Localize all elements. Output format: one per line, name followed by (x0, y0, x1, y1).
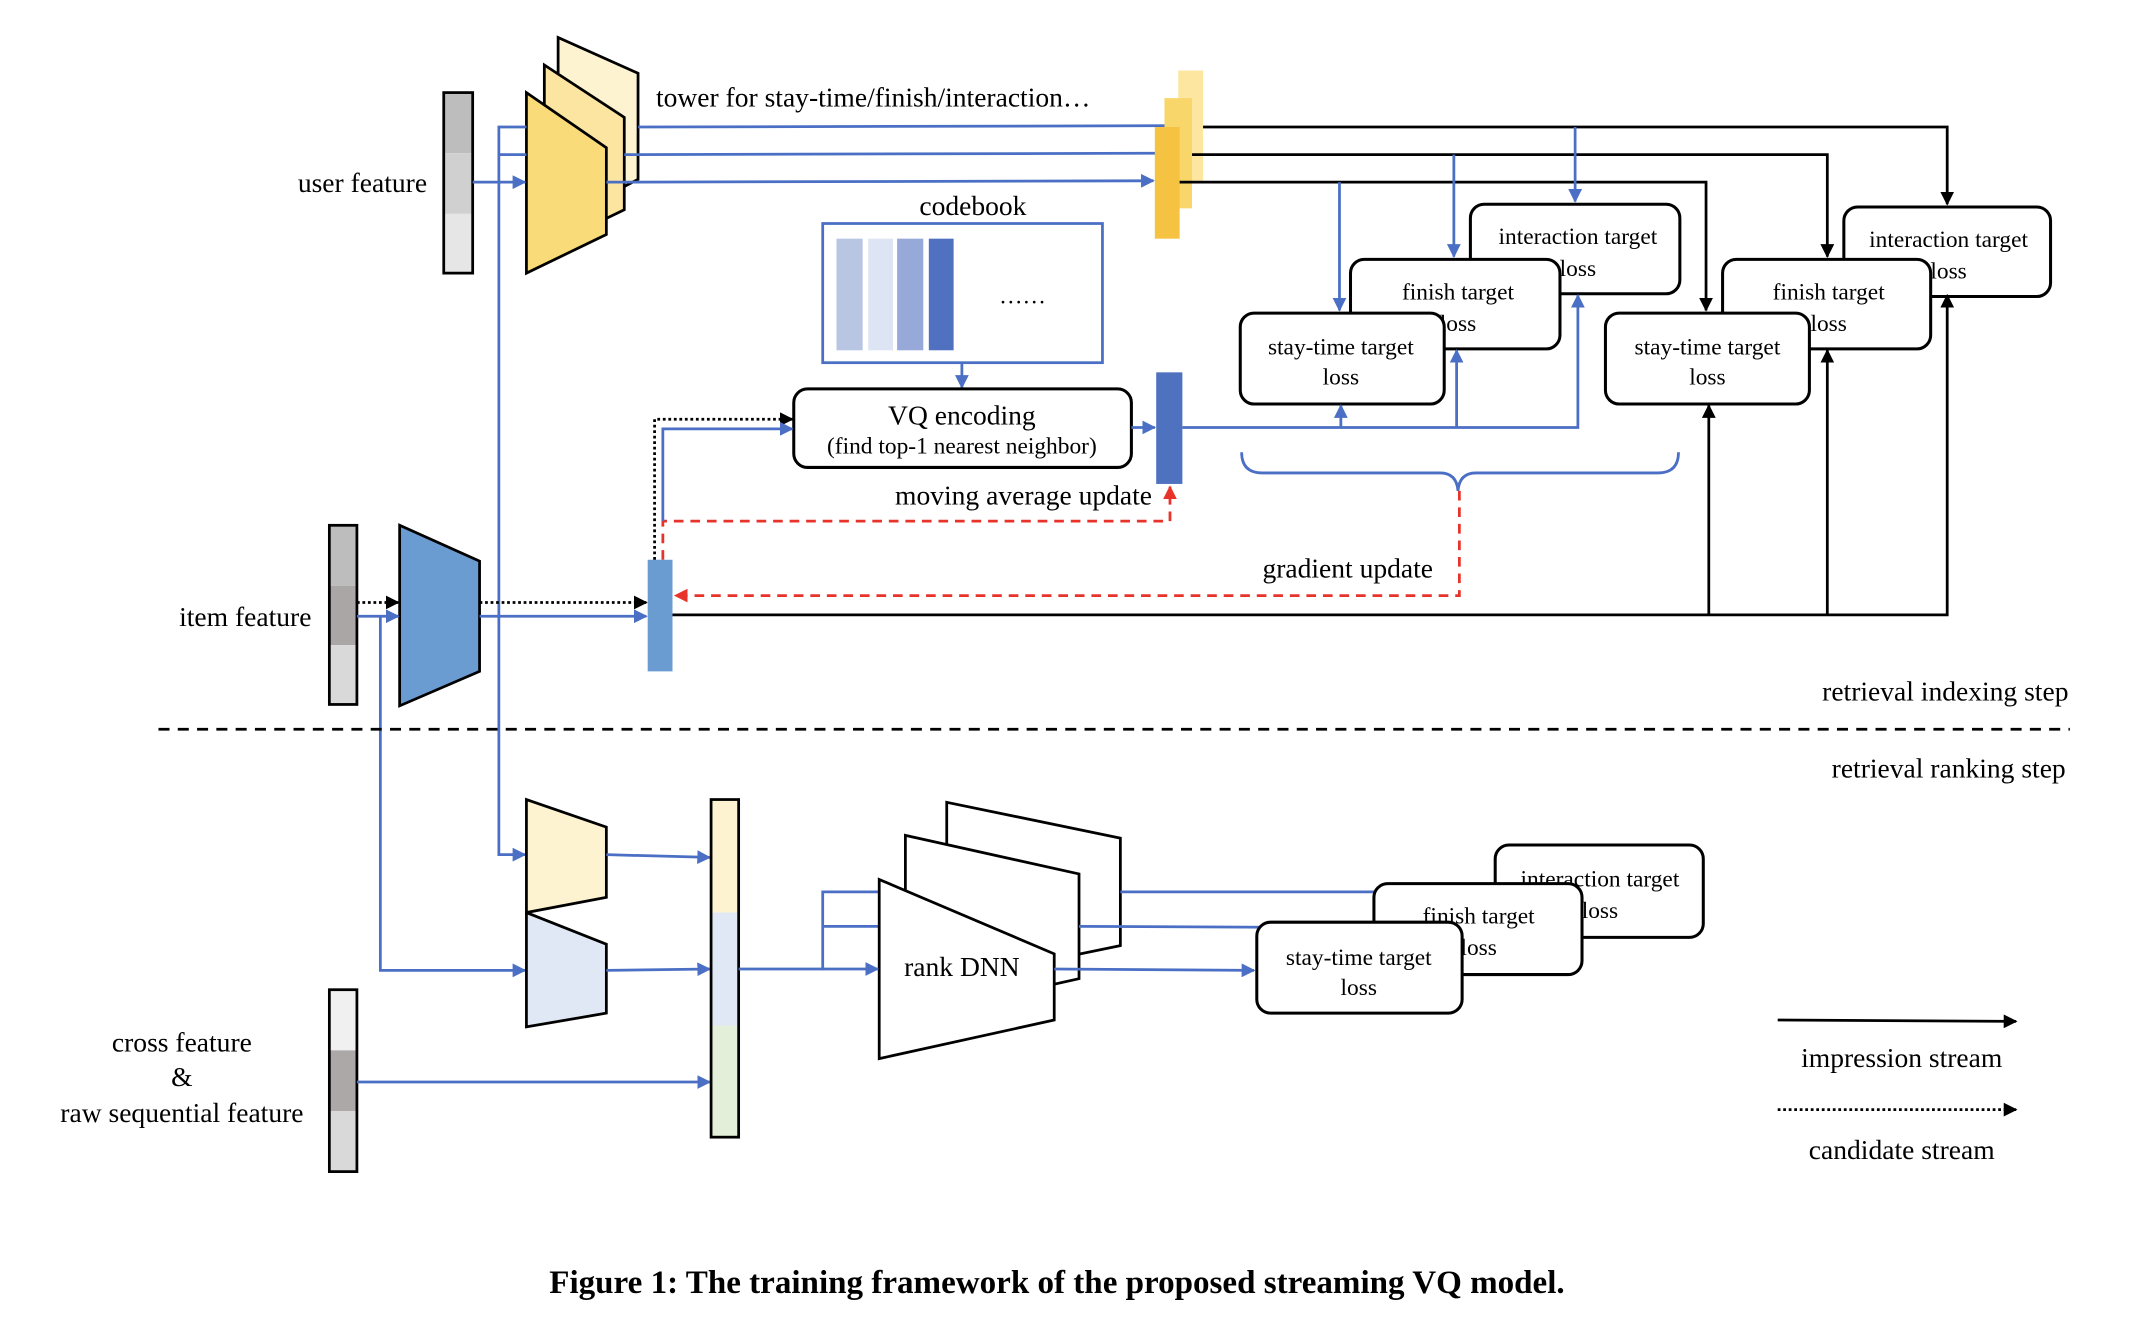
legend-candidate-stream: candidate stream (1809, 1134, 1995, 1165)
codebook-label: codebook (919, 190, 1026, 221)
rank-dnn-stack (877, 800, 1122, 1061)
svg-text:……: …… (999, 283, 1046, 309)
loss-group-indexing-item: interaction target loss finish target lo… (1603, 205, 2053, 406)
item-embedding (647, 559, 673, 672)
svg-text:stay-time target: stay-time target (1268, 334, 1414, 360)
vq-encoding-block: VQ encoding (find top-1 nearest neighbor… (792, 387, 1133, 469)
ranking-item-tower (525, 910, 608, 1029)
moving-average-label: moving average update (895, 480, 1152, 511)
svg-text:interaction target: interaction target (1869, 227, 2028, 253)
svg-text:loss: loss (1689, 365, 1725, 391)
svg-text:loss: loss (1930, 259, 1966, 285)
indexing-step-label: retrieval indexing step (1822, 675, 2068, 706)
legend-impression-stream: impression stream (1801, 1042, 2002, 1073)
svg-text:stay-time target: stay-time target (1635, 334, 1781, 360)
svg-text:finish target: finish target (1773, 279, 1886, 305)
svg-text:loss: loss (1440, 311, 1476, 337)
figure-caption: Figure 1: The training framework of the … (549, 1265, 1564, 1301)
concat-vector (709, 798, 741, 1139)
svg-text:VQ encoding: VQ encoding (888, 400, 1036, 431)
ranking-step-label: retrieval ranking step (1832, 752, 2066, 783)
item-tower (398, 523, 481, 708)
loss-group-indexing-vq: interaction target loss finish target lo… (1238, 202, 1682, 406)
raw-sequential-feature-label: raw sequential feature (60, 1097, 303, 1128)
cross-feature-label: cross feature (112, 1027, 252, 1058)
rank-dnn-label: rank DNN (904, 951, 1020, 982)
svg-text:loss: loss (1810, 311, 1846, 337)
item-feature-vector (327, 523, 359, 706)
legend: impression stream candidate stream (1777, 1014, 2018, 1165)
svg-text:finish target: finish target (1402, 279, 1515, 305)
cross-feature-ampersand: & (171, 1061, 192, 1092)
item-feature-label: item feature (179, 601, 311, 632)
codebook: …… (821, 222, 1104, 365)
user-tower-stack (525, 35, 640, 276)
ranking-user-tower (525, 797, 608, 915)
svg-text:stay-time target: stay-time target (1286, 945, 1432, 971)
svg-text:interaction target: interaction target (1498, 224, 1657, 250)
svg-text:(find top-1 nearest neighbor): (find top-1 nearest neighbor) (827, 434, 1097, 460)
svg-text:loss: loss (1582, 898, 1618, 924)
svg-text:loss: loss (1323, 365, 1359, 391)
loss-group-ranking: interaction target loss finish target lo… (1255, 843, 1705, 1015)
svg-text:loss: loss (1341, 975, 1377, 1001)
loss-brace (1240, 452, 1680, 492)
user-feature-vector (442, 91, 475, 275)
svg-text:loss: loss (1560, 256, 1596, 282)
user-feature-label: user feature (298, 167, 427, 198)
gradient-update-label: gradient update (1262, 553, 1433, 584)
cross-feature-vector (327, 988, 359, 1173)
tower-label: tower for stay-time/finish/interaction… (656, 81, 1091, 112)
vq-code-embedding (1156, 372, 1183, 484)
svg-text:loss: loss (1460, 935, 1496, 961)
user-embedding-stack (1154, 70, 1204, 239)
